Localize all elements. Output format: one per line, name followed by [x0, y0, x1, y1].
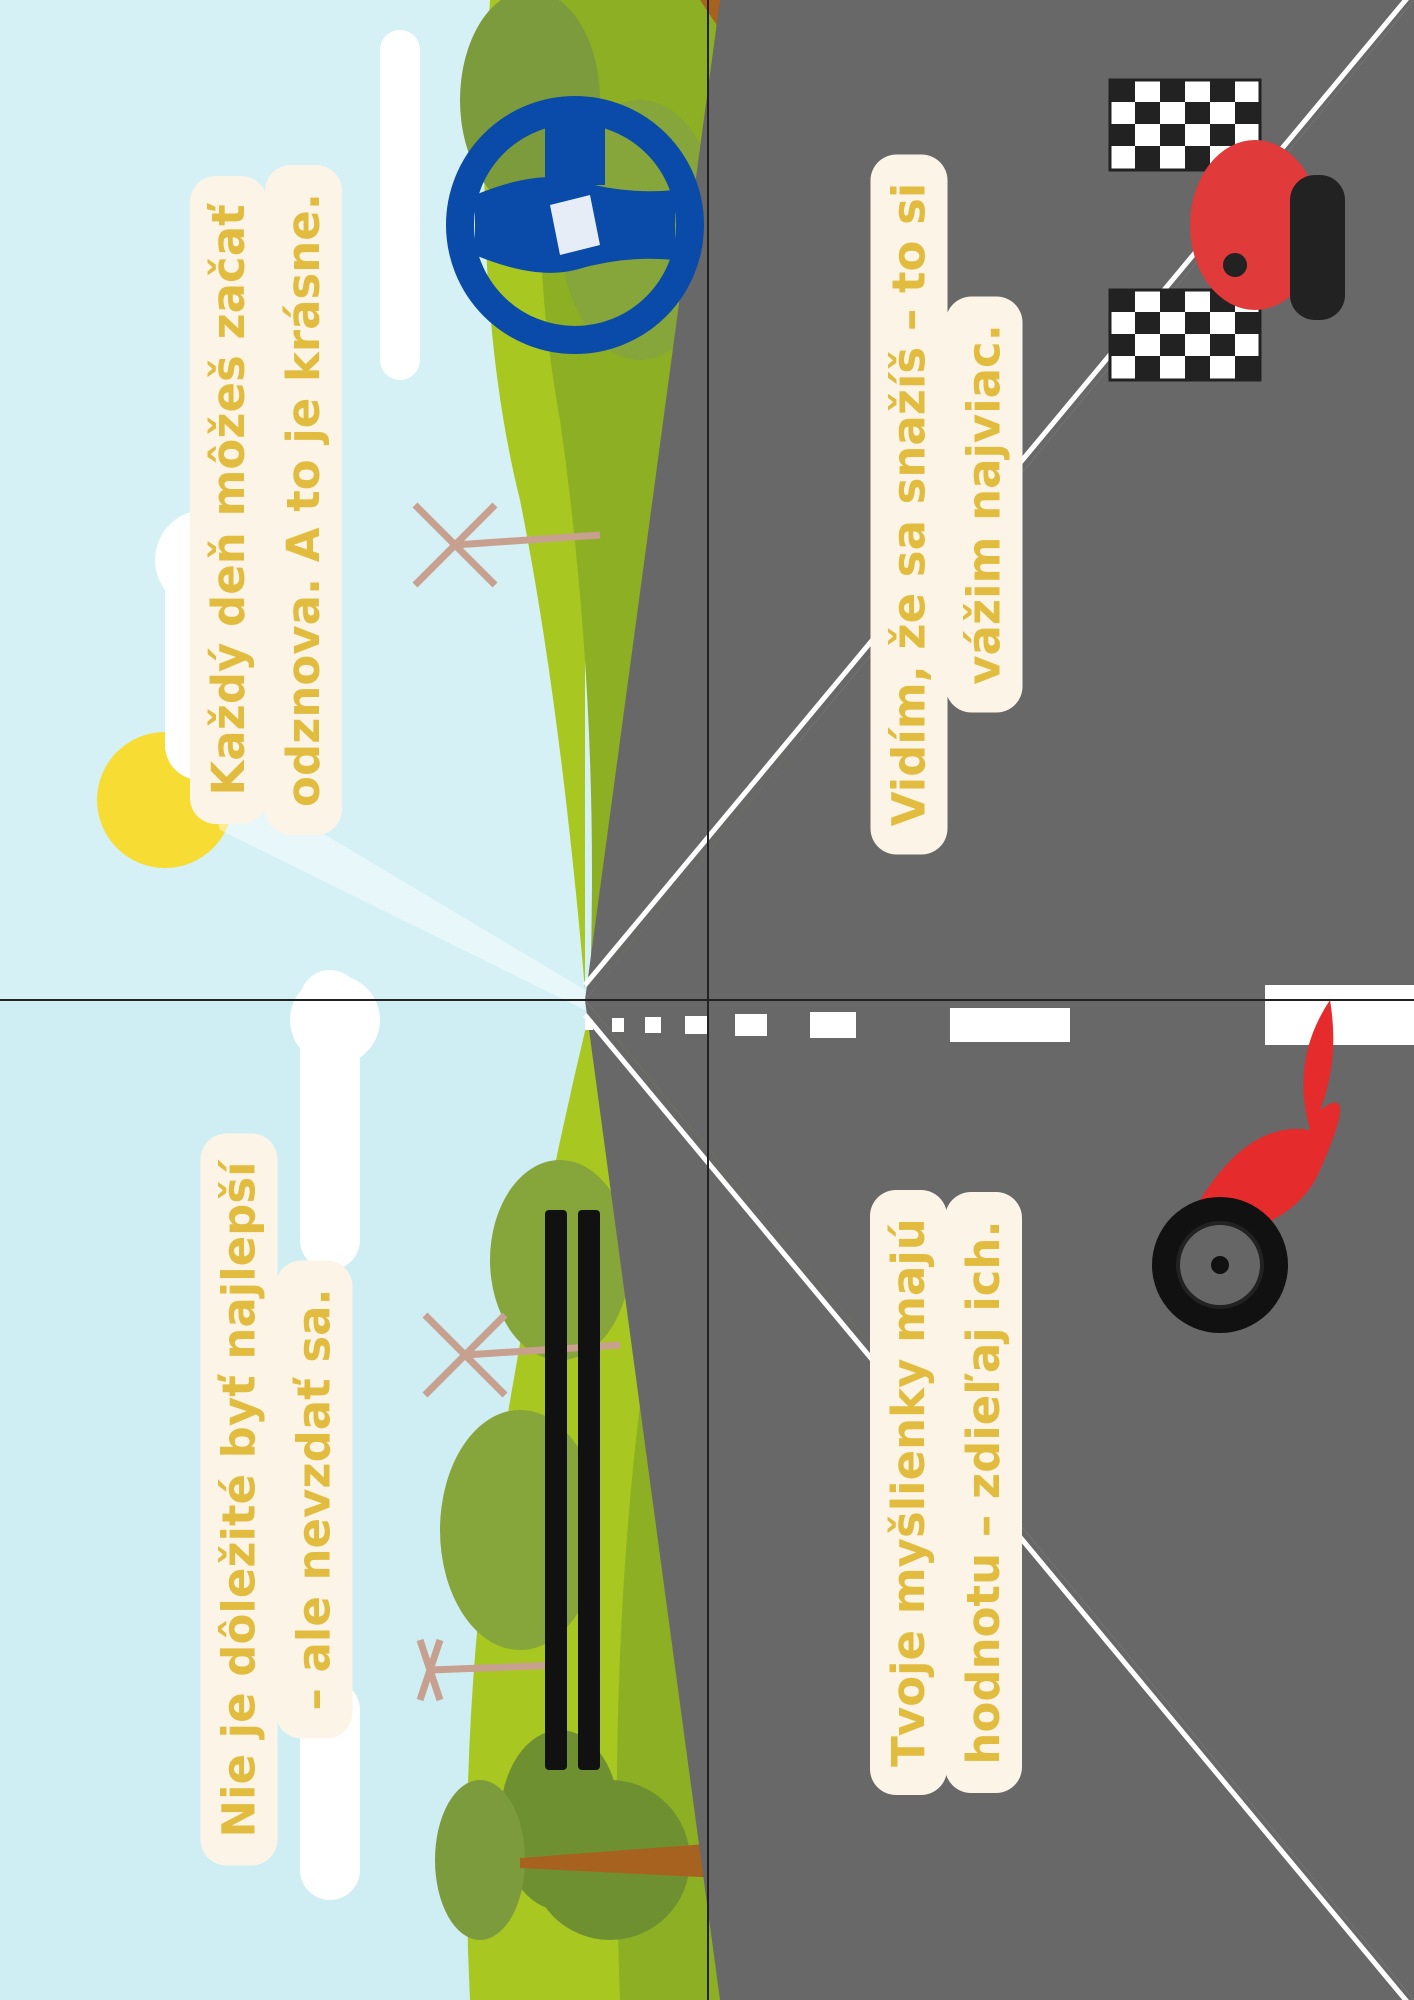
card-top-left: Každý deň môžeš začať odznova. A to je k… [190, 75, 400, 935]
quote-bubble: Vidím, že sa snažíš – to si vážim najvia… [870, 45, 1086, 965]
tree-icon [435, 0, 850, 1940]
card-top-right: Vidím, že sa snažíš – to si vážim najvia… [870, 45, 1085, 965]
quote-line: odznova. A to je krásne. [265, 165, 342, 835]
steering-wheel-icon [446, 96, 704, 354]
quote-line: hodnotu – zdieľaj ich. [945, 1192, 1022, 1793]
windmill-icon [412, 502, 621, 1702]
quote-line: vážim najviac. [945, 296, 1023, 713]
quote-line: Každý deň môžeš začať [190, 176, 267, 824]
racing-helmet-flags-icon [1108, 78, 1345, 382]
quote-bubble: Tvoje myšlienky majú hodnotu – zdieľaj i… [870, 1085, 1085, 1900]
quote-bubble: Nie je dôležité byť najlepší – ale nevzd… [200, 1030, 416, 1970]
card-bottom-left: Nie je dôležité byť najlepší – ale nevzd… [200, 1030, 415, 1970]
quote-line: – ale nevzdať sa. [275, 1260, 353, 1739]
quote-line: Nie je dôležité byť najlepší [200, 1133, 278, 1866]
cut-line-horizontal [0, 999, 1414, 1001]
tire-track-icon [545, 1210, 600, 1770]
quote-line: Tvoje myšlienky majú [870, 1190, 947, 1795]
quote-bubble: Každý deň môžeš začať odznova. A to je k… [190, 70, 400, 930]
card-bottom-right: Tvoje myšlienky majú hodnotu – zdieľaj i… [870, 1085, 1085, 1900]
quote-line: Vidím, že sa snažíš – to si [870, 154, 948, 855]
flaming-wheel-icon [1152, 1000, 1340, 1333]
